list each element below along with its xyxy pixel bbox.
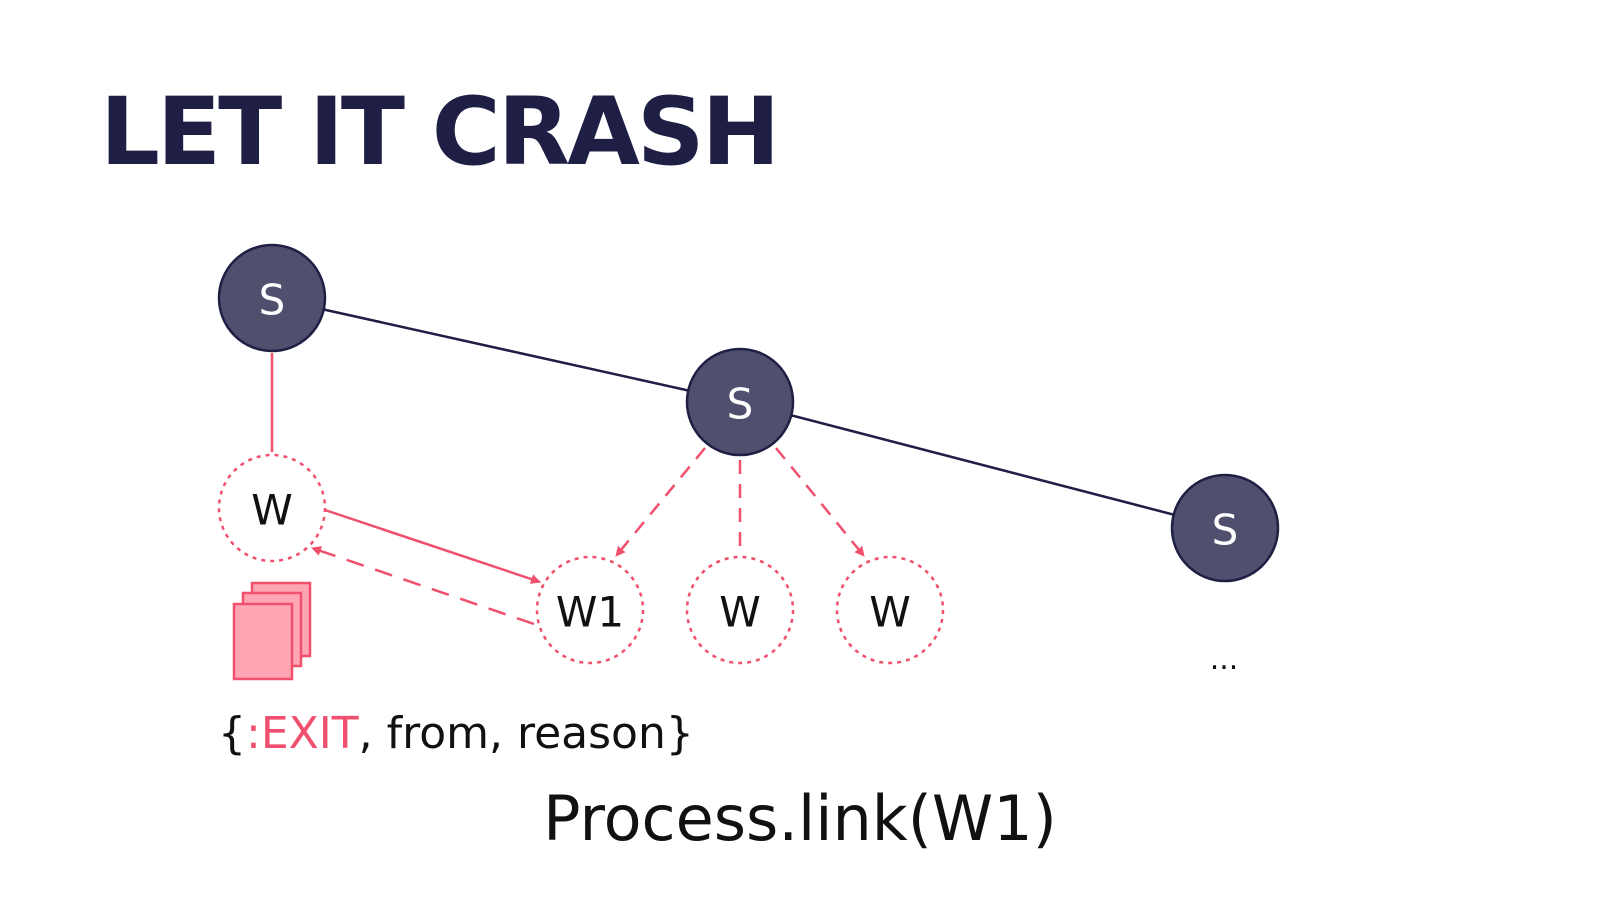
exit-atom: :EXIT (246, 708, 359, 759)
supervisor-label: S (727, 380, 754, 429)
link-arrow-to-w1 (324, 508, 541, 584)
supervisor-link-1-2 (271, 296, 741, 404)
supervisor-node-2: S (685, 347, 795, 457)
exit-message-tuple: {:EXIT, from, reason} (218, 708, 694, 759)
dashed-link-to-w1 (615, 447, 706, 557)
worker-node-left: W (217, 453, 327, 563)
supervisor-link-2-3 (739, 400, 1226, 530)
supervisor-label: S (1212, 506, 1239, 555)
supervisor-node-3: S (1170, 473, 1280, 583)
supervisor-node-1: S (217, 243, 327, 353)
worker-label: W (251, 486, 293, 535)
code-caption: Process.link(W1) (543, 782, 1057, 855)
supervisor-label: S (259, 276, 286, 325)
dashed-link-to-worker-right (775, 447, 865, 557)
exit-signal-arrow (311, 546, 535, 626)
worker-node-w1: W1 (535, 555, 645, 665)
tuple-rest: , from, reason} (358, 708, 694, 759)
worker-node-middle: W (685, 555, 795, 665)
slide-title: LET IT CRASH (100, 78, 780, 187)
worker-label: W (719, 588, 761, 637)
worker-label: W1 (556, 588, 624, 637)
more-supervisors-ellipsis: ... (1209, 642, 1239, 677)
documents-stack-icon (232, 581, 312, 681)
tuple-open-brace: { (218, 708, 246, 759)
worker-node-right: W (835, 555, 945, 665)
worker-label: W (869, 588, 911, 637)
